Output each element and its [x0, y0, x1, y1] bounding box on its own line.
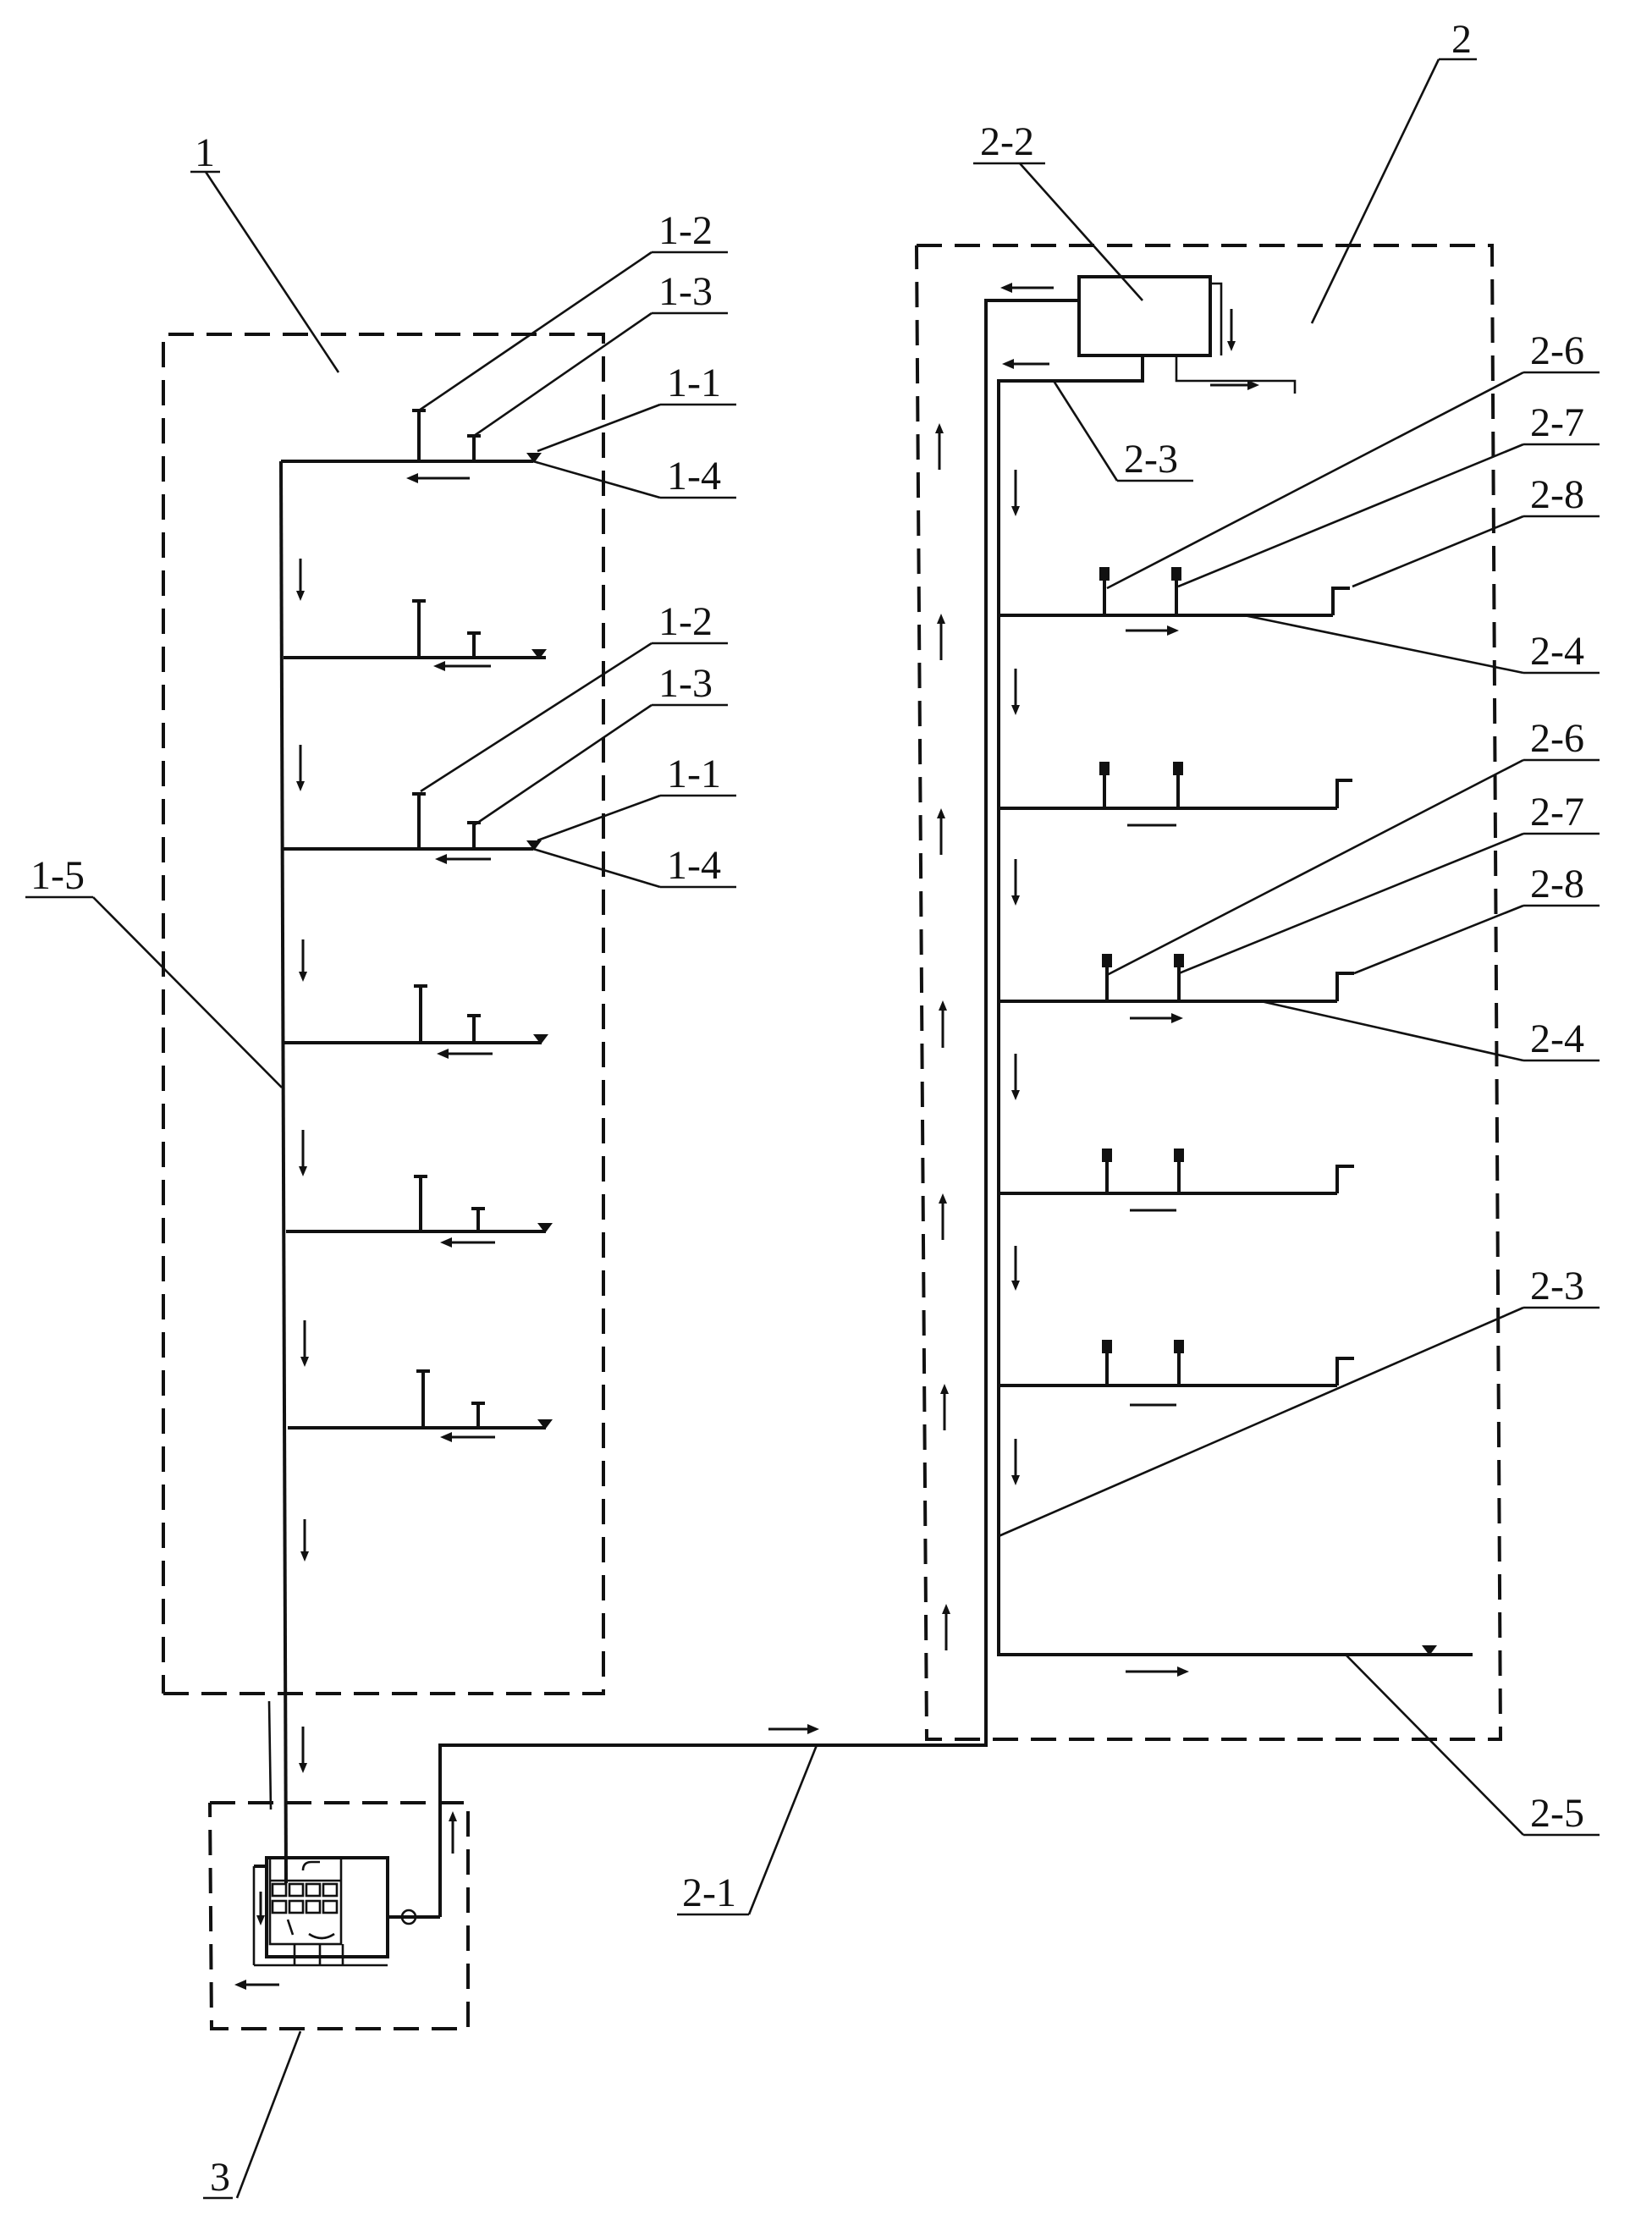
building-2-floor-branches	[999, 567, 1354, 1407]
label-2-6-top: 2-6	[1530, 328, 1584, 373]
roof-water-tank	[1077, 275, 1297, 394]
label-2-3-bottom: 2-3	[1530, 1264, 1584, 1308]
label-2-6-mid: 2-6	[1530, 716, 1584, 761]
label-1-1-mid: 1-1	[667, 752, 721, 796]
label-building-2: 2	[1451, 17, 1472, 62]
building-2-downpipe	[997, 355, 1473, 1677]
label-1-4-top: 1-4	[667, 454, 721, 499]
label-2-7-top: 2-7	[1530, 400, 1584, 445]
label-treatment-unit: 3	[210, 2155, 230, 2200]
label-2-3-top: 2-3	[1124, 437, 1178, 482]
label-2-1: 2-1	[682, 1870, 736, 1915]
boundary-box-1	[162, 333, 605, 1695]
label-2-7-mid: 2-7	[1530, 790, 1584, 835]
building-1-floor-branches	[281, 409, 553, 1429]
label-2-8-top: 2-8	[1530, 472, 1584, 517]
label-2-2: 2-2	[980, 119, 1034, 164]
boundary-box-3	[208, 1801, 470, 2030]
label-1-3-top: 1-3	[658, 269, 713, 314]
label-building-1: 1	[195, 130, 215, 175]
label-1-2-top: 1-2	[658, 208, 713, 253]
label-1-2-mid: 1-2	[658, 599, 713, 644]
boundary-box-2	[915, 244, 1503, 1741]
label-1-4-mid: 1-4	[667, 843, 721, 888]
leader-lines	[25, 58, 1600, 2200]
distribution-pipe	[438, 283, 1079, 1917]
building-1-riser	[267, 460, 288, 1884]
label-1-1-top: 1-1	[667, 361, 721, 405]
treatment-unit	[234, 1856, 440, 1990]
labels: 1 2 3 1-2 1-3 1-1 1-4 1-2 1-3 1-1 1-4 1-…	[30, 17, 1584, 2200]
building-1-flow-arrows	[296, 473, 495, 1773]
label-1-3-mid: 1-3	[658, 661, 713, 706]
building-2-flow-arrows	[935, 423, 1020, 1650]
label-2-5: 2-5	[1530, 1791, 1584, 1836]
label-2-4-mid: 2-4	[1530, 1016, 1584, 1061]
label-1-5: 1-5	[30, 853, 85, 898]
label-2-8-mid: 2-8	[1530, 862, 1584, 906]
label-2-4-top: 2-4	[1530, 629, 1584, 674]
